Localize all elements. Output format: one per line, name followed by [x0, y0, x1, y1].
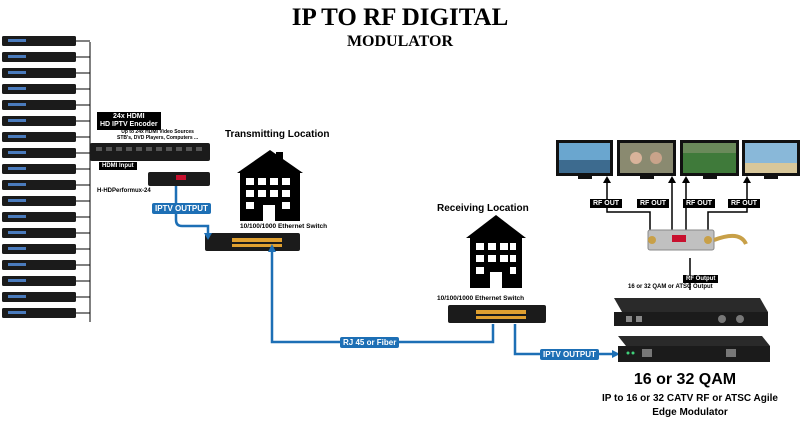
source-device-display: [8, 199, 26, 202]
source-device: [2, 52, 76, 62]
product-desc-line1: IP to 16 or 32 CATV RF or ATSC Agile: [602, 393, 778, 404]
rf-output-label: RF Output: [683, 275, 719, 283]
source-device: [2, 116, 76, 126]
edge-modulator: [618, 346, 770, 362]
source-device-display: [8, 167, 26, 170]
source-device: [2, 308, 76, 318]
rf-out-3: RF OUT: [683, 199, 716, 208]
source-device-display: [8, 151, 26, 154]
source-device: [2, 36, 76, 46]
source-device: [2, 228, 76, 238]
page-title: IP TO RF DIGITAL: [291, 4, 509, 31]
source-device-display: [8, 295, 26, 298]
video-sources-unit: [90, 143, 210, 161]
encoder-label: 24x HDMI HD IPTV Encoder: [97, 112, 161, 130]
source-device-display: [8, 183, 26, 186]
source-device: [2, 68, 76, 78]
source-device-display: [8, 135, 26, 138]
source-device-display: [8, 279, 26, 282]
source-device: [2, 84, 76, 94]
transmitting-building-icon: [237, 150, 303, 221]
source-device-display: [8, 215, 26, 218]
sources-line2: STB's, DVD Players, Computers ...: [117, 135, 199, 141]
source-device-display: [8, 119, 26, 122]
source-device: [2, 260, 76, 270]
rf-out-4: RF OUT: [728, 199, 761, 208]
encoder-label-line1: 24x HDMI: [113, 113, 145, 120]
source-device-display: [8, 263, 26, 266]
source-device: [2, 212, 76, 222]
receiving-switch-label: 10/100/1000 Ethernet Switch: [437, 295, 525, 302]
source-device-display: [8, 247, 26, 250]
source-device-display: [8, 55, 26, 58]
encoder-model: H-HDPerformux-24: [97, 188, 151, 194]
source-device: [2, 148, 76, 158]
rf-out-1: RF OUT: [590, 199, 623, 208]
modulator-output-label: 16 or 32 QAM or ATSC Output: [628, 284, 713, 290]
iptv-output-tx-tag: IPTV OUTPUT: [152, 203, 211, 214]
rf-out-2: RF OUT: [637, 199, 670, 208]
source-device-display: [8, 231, 26, 234]
receiving-building-icon: [466, 215, 526, 288]
hdmi-input-label: HDMI Input: [99, 162, 137, 170]
source-device: [2, 244, 76, 254]
source-device: [2, 180, 76, 190]
source-device-display: [8, 311, 26, 314]
source-device-display: [8, 71, 26, 74]
source-device-display: [8, 87, 26, 90]
source-device: [2, 132, 76, 142]
video-sources-caption: Up to 24x HDMI Video Sources STB's, DVD …: [117, 129, 198, 141]
sources-line1: Up to 24x HDMI Video Sources: [121, 129, 194, 135]
source-device: [2, 276, 76, 286]
qam-modulator: [614, 312, 768, 326]
source-device: [2, 100, 76, 110]
encoder-label-line2: HD IPTV Encoder: [100, 121, 158, 128]
modulator-top: [614, 298, 768, 312]
tv-displays: [556, 140, 800, 179]
page-subtitle: MODULATOR: [346, 33, 454, 50]
iptv-output-rx-tag: IPTV OUTPUT: [540, 349, 599, 360]
source-device: [2, 164, 76, 174]
transmitting-heading: Transmitting Location: [225, 129, 330, 140]
product-name: 16 or 32 QAM: [633, 371, 737, 388]
source-device: [2, 292, 76, 302]
source-devices: [2, 36, 90, 318]
source-device: [2, 196, 76, 206]
receiving-heading: Receiving Location: [437, 203, 529, 214]
rj45-fiber-tag: RJ 45 or Fiber: [340, 337, 400, 348]
source-device-display: [8, 103, 26, 106]
transmitting-switch-label: 10/100/1000 Ethernet Switch: [240, 223, 328, 230]
product-desc-line2: Edge Modulator: [652, 407, 728, 418]
source-device-display: [8, 39, 26, 42]
